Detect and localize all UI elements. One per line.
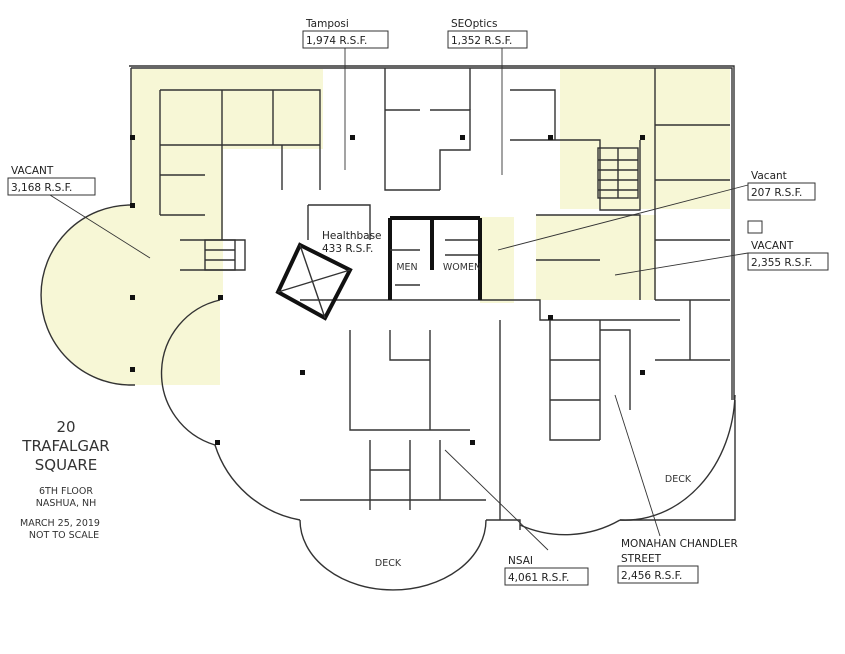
- building-name-line2: SQUARE: [35, 456, 97, 474]
- svg-text:STREET: STREET: [621, 553, 662, 565]
- svg-text:Vacant: Vacant: [751, 170, 787, 182]
- suite-label-tamposi: Tamposi 1,974 R.S.F.: [302, 18, 389, 49]
- restroom-core: MEN WOMEN: [388, 216, 482, 300]
- building-outline: [40, 65, 736, 591]
- svg-text:Tamposi: Tamposi: [305, 18, 349, 30]
- suite-label-vacant-207: Vacant 207 R.S.F.: [747, 170, 816, 201]
- svg-text:1,352 R.S.F.: 1,352 R.S.F.: [451, 35, 512, 47]
- building-number: 20: [56, 418, 75, 436]
- deck-label-east: DECK: [665, 474, 692, 485]
- svg-text:MONAHAN CHANDLER: MONAHAN CHANDLER: [621, 538, 738, 550]
- leader-lines: [49, 48, 749, 551]
- suite-label-nsai: NSAI 4,061 R.S.F.: [504, 555, 589, 586]
- svg-text:NSAI: NSAI: [508, 555, 533, 567]
- vacant-area-207: [480, 217, 514, 303]
- location-label: NASHUA, NH: [36, 498, 97, 509]
- svg-text:VACANT: VACANT: [11, 165, 54, 177]
- columns: [130, 135, 645, 445]
- scale-note: NOT TO SCALE: [29, 530, 99, 541]
- deck-label-south: DECK: [375, 558, 402, 569]
- suite-label-healthbase: Healthbase 433 R.S.F.: [322, 230, 382, 255]
- suite-label-vacant-2355: VACANT 2,355 R.S.F.: [747, 220, 829, 271]
- suite-label-monahan-chandler: MONAHAN CHANDLER STREET 2,456 R.S.F.: [617, 538, 738, 584]
- building-name-line1: TRAFALGAR: [21, 437, 109, 455]
- svg-text:2,355 R.S.F.: 2,355 R.S.F.: [751, 257, 812, 269]
- date-label: MARCH 25, 2019: [20, 518, 100, 529]
- elevator-core: [275, 242, 353, 321]
- suite-label-seoptics: SEOptics 1,352 R.S.F.: [447, 18, 528, 49]
- svg-text:1,974 R.S.F.: 1,974 R.S.F.: [306, 35, 367, 47]
- suite-label-vacant-3168: VACANT 3,168 R.S.F.: [7, 165, 96, 196]
- restroom-men-label: MEN: [396, 262, 417, 273]
- floor-label: 6TH FLOOR: [39, 486, 93, 497]
- vacant-area-2355: [536, 215, 656, 300]
- svg-text:2,456 R.S.F.: 2,456 R.S.F.: [621, 570, 682, 582]
- stairwell: [204, 147, 639, 271]
- svg-text:SEOptics: SEOptics: [451, 18, 498, 30]
- svg-text:VACANT: VACANT: [751, 240, 794, 252]
- svg-text:Healthbase: Healthbase: [322, 230, 382, 242]
- interior-walls: [159, 68, 730, 520]
- svg-text:4,061 R.S.F.: 4,061 R.S.F.: [508, 572, 569, 584]
- svg-text:433 R.S.F.: 433 R.S.F.: [322, 243, 373, 255]
- restroom-women-label: WOMEN: [443, 262, 481, 273]
- svg-text:207 R.S.F.: 207 R.S.F.: [751, 187, 802, 199]
- title-block: 20 TRAFALGAR SQUARE 6TH FLOOR NASHUA, NH…: [20, 418, 110, 541]
- svg-text:3,168 R.S.F.: 3,168 R.S.F.: [11, 182, 72, 194]
